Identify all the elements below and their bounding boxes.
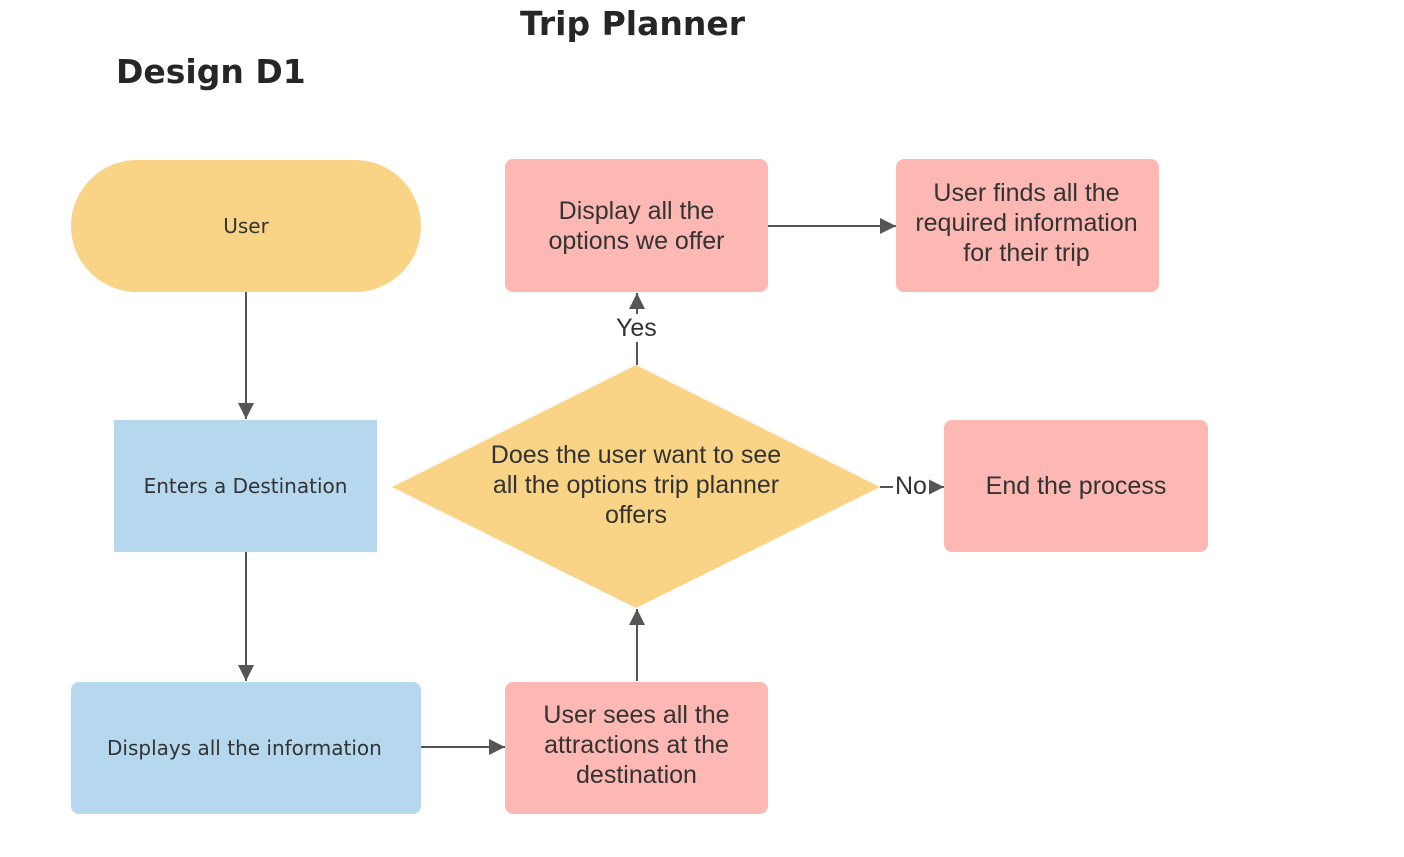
design-subtitle: Design D1 bbox=[116, 52, 306, 91]
display-options-label: Display all the options we offer bbox=[548, 196, 725, 255]
decision-label: Does the user want to see all the option… bbox=[490, 441, 782, 529]
finds-information-box: User finds all the required information … bbox=[896, 159, 1159, 292]
finds-information-label: User finds all the required information … bbox=[915, 178, 1138, 267]
sees-attractions-label: User sees all the attractions at the des… bbox=[543, 701, 730, 789]
end-process-label: End the process bbox=[985, 472, 1167, 500]
yes-edge-label: Yes bbox=[614, 314, 659, 342]
end-process-box: End the process bbox=[944, 420, 1208, 552]
sees-attractions-box: User sees all the attractions at the des… bbox=[505, 682, 768, 814]
user-label: User bbox=[223, 214, 269, 238]
decision-diamond bbox=[392, 365, 880, 608]
displays-information-label: Displays all the information bbox=[107, 736, 382, 760]
enters-destination-label: Enters a Destination bbox=[143, 474, 348, 498]
displays-information-box: Displays all the information bbox=[71, 682, 421, 814]
page-title: Trip Planner bbox=[520, 4, 745, 43]
display-options-box: Display all the options we offer bbox=[505, 159, 768, 292]
enters-destination-box: Enters a Destination bbox=[114, 420, 377, 552]
no-edge-label: No bbox=[893, 472, 929, 500]
user-terminal: User bbox=[71, 160, 421, 292]
